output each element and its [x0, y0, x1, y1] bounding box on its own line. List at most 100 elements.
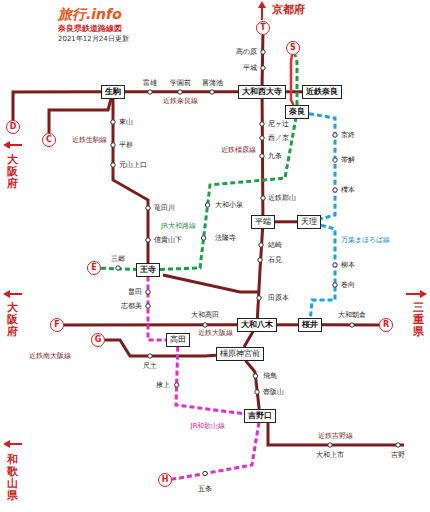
- direction-arrow: [8, 443, 22, 445]
- line-terminus-circle: S: [286, 41, 300, 55]
- station-dot: [257, 296, 261, 300]
- station-name: 平群: [118, 141, 134, 149]
- station-box: 天理: [297, 215, 321, 229]
- line-terminus-circle: F: [50, 318, 64, 332]
- station-name: 桜井: [302, 320, 318, 329]
- station-name: 櫟本: [340, 186, 356, 194]
- prefecture-label: 大阪府: [7, 302, 18, 338]
- rail-line: [291, 55, 294, 105]
- arrow-head: [420, 290, 427, 298]
- station-name: 生駒: [105, 87, 121, 96]
- station-dot: [148, 90, 152, 94]
- station-name: D: [10, 123, 17, 131]
- station-dot: [350, 323, 354, 327]
- station-dot: [258, 258, 262, 262]
- station-dot: [203, 323, 207, 327]
- rail-line: [311, 225, 336, 318]
- station-name: 東山: [118, 118, 134, 126]
- rail-line: [244, 332, 253, 347]
- station-name: 元山上口: [118, 161, 148, 169]
- station-name: 西ノ京: [267, 134, 290, 142]
- prefecture-label: 三重県: [413, 302, 424, 338]
- station-name: 王寺: [140, 265, 156, 274]
- station-name: 柳本: [340, 261, 356, 269]
- arrow-head: [3, 440, 10, 448]
- station-name: S: [290, 44, 296, 52]
- station-dot: [175, 383, 179, 387]
- line-name: 近鉄大阪線: [197, 329, 234, 337]
- station-dot: [146, 206, 150, 210]
- station-dot: [261, 196, 265, 200]
- station-name: 奈良: [289, 107, 305, 116]
- rail-line: [64, 323, 237, 326]
- station-name: 平端: [255, 217, 271, 226]
- station-name: 尺土: [142, 362, 158, 370]
- site-logo: 旅行.info: [58, 6, 122, 22]
- rail-line: [125, 90, 238, 93]
- station-dot: [333, 283, 337, 287]
- station-name: 学園前: [169, 79, 192, 87]
- station-name: C: [46, 136, 52, 144]
- station-name: 壺阪山: [262, 388, 285, 396]
- station-name: 三郷: [110, 255, 126, 263]
- direction-arrow: [8, 144, 22, 146]
- station-dot: [260, 136, 264, 140]
- station-box: 高田: [166, 333, 190, 347]
- station-dot: [111, 120, 115, 124]
- station-name: 高田: [170, 335, 186, 344]
- station-name: 平城: [242, 64, 258, 72]
- line-name: 万葉まほろば線: [340, 236, 391, 244]
- line-terminus-circle: T: [256, 21, 270, 35]
- rail-line: [275, 220, 297, 223]
- arrow-head: [258, 1, 266, 8]
- line-terminus-circle: H: [158, 473, 172, 487]
- station-box: 吉野口: [244, 409, 276, 423]
- rail-line: [286, 90, 302, 93]
- station-dot: [260, 122, 264, 126]
- prefecture-label: 京都府: [272, 4, 305, 17]
- station-name: 信貴山下: [153, 236, 183, 244]
- rail-line: [246, 361, 260, 409]
- station-dot: [203, 471, 207, 475]
- line-terminus-circle: G: [91, 333, 105, 347]
- station-name: 富雄: [142, 79, 158, 87]
- station-box: 奈良: [285, 105, 309, 119]
- station-box: 生駒: [101, 85, 125, 99]
- station-dot: [333, 188, 337, 192]
- station-dot: [333, 158, 337, 162]
- station-name: 九条: [267, 152, 283, 160]
- station-name: 巻向: [340, 281, 356, 289]
- station-name: 畠田: [127, 288, 143, 296]
- station-name: 帯解: [340, 156, 356, 164]
- station-name: 橿原神宮前: [220, 349, 260, 358]
- station-box: 大和西大寺: [238, 85, 286, 99]
- rail-line: [163, 275, 258, 292]
- direction-arrow: [406, 293, 421, 295]
- station-dot: [146, 304, 150, 308]
- rail-line: [268, 422, 404, 445]
- line-name: JR和歌山線: [190, 422, 227, 430]
- station-dot: [328, 443, 332, 447]
- line-terminus-circle: C: [42, 133, 56, 147]
- station-dot: [146, 238, 150, 242]
- line-terminus-circle: E: [87, 261, 101, 275]
- station-dot: [111, 163, 115, 167]
- map-title: 奈良県鉄道路線図: [58, 24, 122, 33]
- station-name: 吉野: [390, 451, 406, 459]
- station-name: 結崎: [267, 241, 283, 249]
- station-box: 近鉄奈良: [302, 85, 342, 99]
- station-name: 飛鳥: [262, 372, 278, 380]
- rail-line: [172, 423, 259, 480]
- station-dot: [148, 354, 152, 358]
- station-box: 平端: [251, 215, 275, 229]
- rail-line: [261, 35, 265, 85]
- station-name: E: [91, 264, 96, 272]
- station-dot: [253, 374, 257, 378]
- station-name: 石見: [267, 256, 283, 264]
- station-dot: [259, 243, 263, 247]
- station-name: 大和上市: [315, 451, 345, 459]
- station-name: 志都美: [120, 302, 143, 310]
